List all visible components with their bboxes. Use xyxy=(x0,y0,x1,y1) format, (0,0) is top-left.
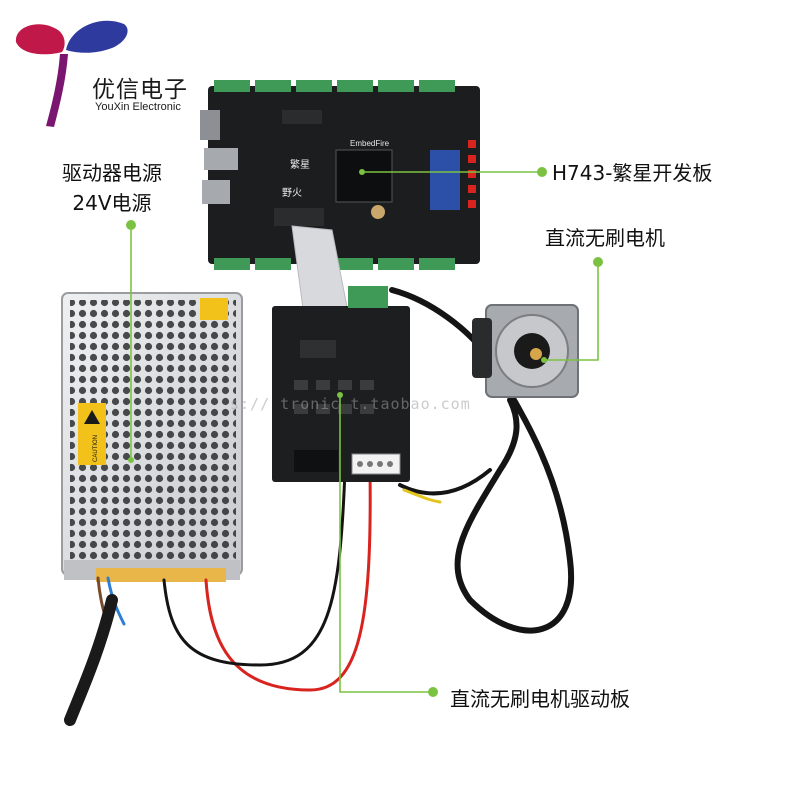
callout-motor: 直流无刷电机 xyxy=(545,226,665,250)
callout-power-supply: 驱动器电源 24V电源 xyxy=(62,158,162,218)
bldc-motor xyxy=(472,304,579,398)
brand-name: 优信电子 xyxy=(92,77,188,103)
callout-power-line2: 24V电源 xyxy=(72,191,152,215)
h743-dev-board xyxy=(200,80,480,270)
watermark: s:// tronic t.taobao.com xyxy=(230,395,471,413)
callout-power-line1: 驱动器电源 xyxy=(62,161,162,185)
power-supply xyxy=(61,292,243,582)
psu-caution-label: CAUTION xyxy=(93,435,99,462)
callout-driver-board: 直流无刷电机驱动板 xyxy=(450,687,630,711)
brand-logo xyxy=(15,20,128,127)
brand-name-en: YouXin Electronic xyxy=(95,101,181,113)
board-label-fanxing: 繁星 xyxy=(290,158,310,171)
callout-lines xyxy=(130,171,599,693)
callout-dots xyxy=(126,167,603,697)
board-label-embedfire: EmbedFire xyxy=(350,139,390,148)
board-label-yehuo: 野火 xyxy=(282,187,302,199)
callout-dev-board: H743-繁星开发板 xyxy=(552,161,713,185)
bldc-driver-board xyxy=(272,286,410,482)
